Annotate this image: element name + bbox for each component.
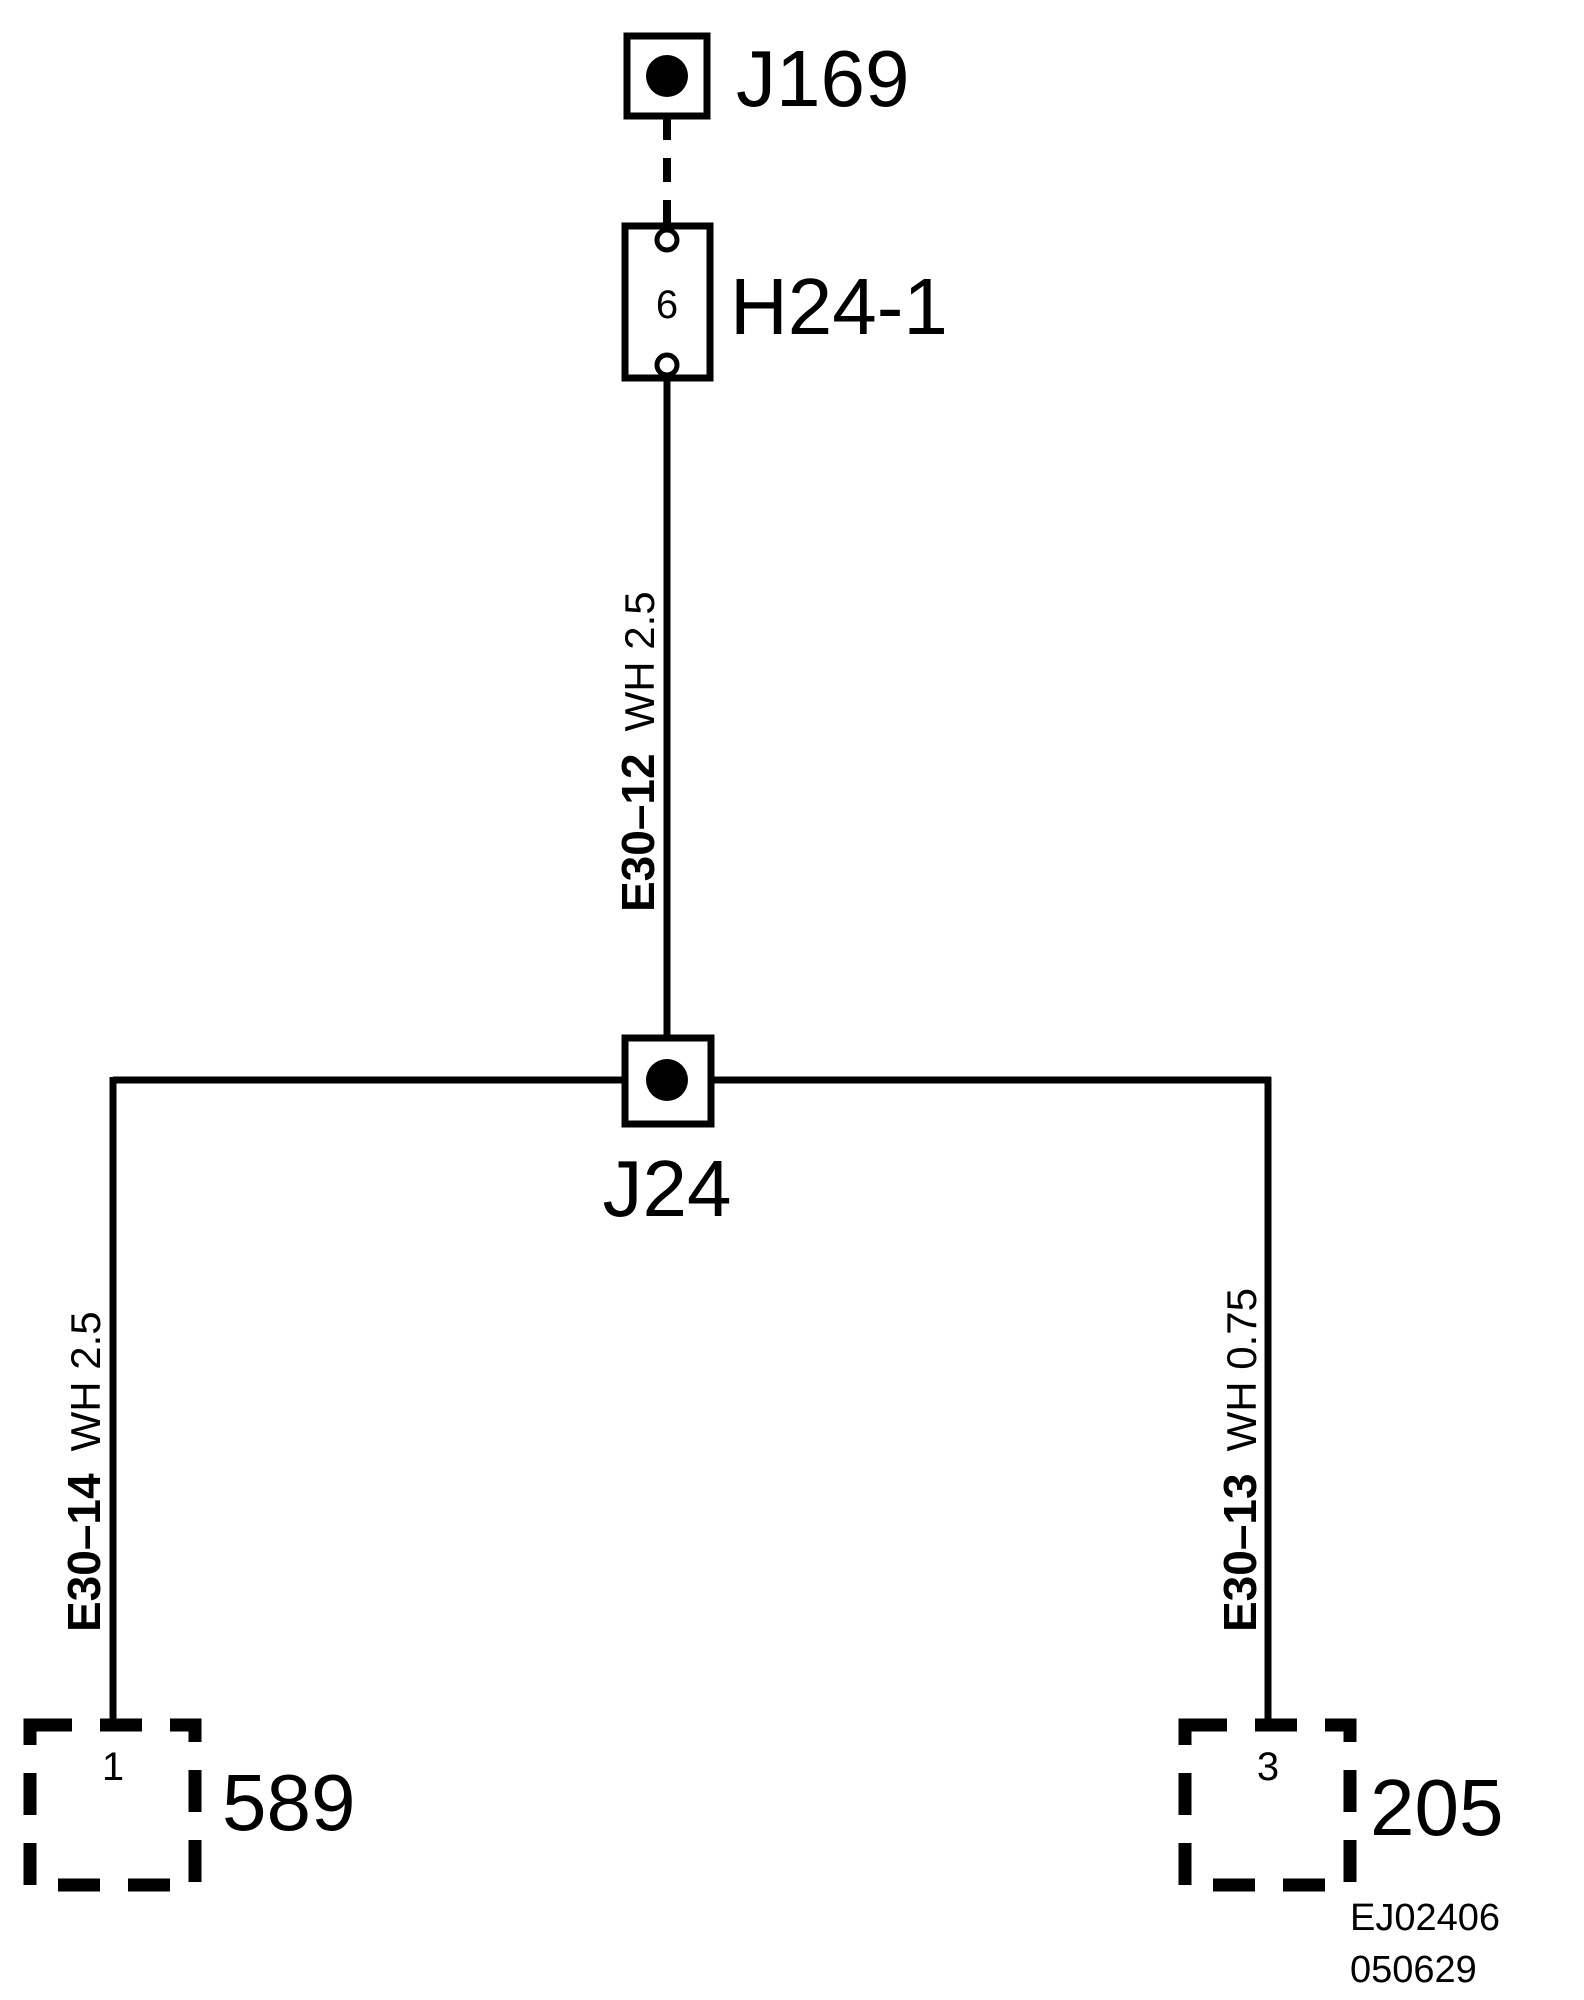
j169-splice: J169 [623, 32, 909, 123]
reference-line-2: 050629 [1350, 1949, 1477, 1991]
j24-node [646, 1059, 688, 1101]
svg-text:E30–12 WH 2.5: E30–12 WH 2.5 [612, 591, 664, 912]
wire-left-code: E30–14 [58, 1473, 110, 1632]
h24-1-connector: 6 H24-1 [621, 222, 948, 382]
j169-node [646, 55, 688, 97]
h24-1-bottom-pin [654, 352, 680, 378]
component-205: 3 205 [1178, 1718, 1503, 1892]
j24-label: J24 [603, 1144, 732, 1233]
svg-text:E30–14 WH 2.5: E30–14 WH 2.5 [58, 1311, 110, 1632]
j24-splice: J24 [603, 1034, 732, 1233]
component-589: 1 589 [23, 1718, 355, 1892]
component-205-box [1178, 1718, 1357, 1892]
j24-box [621, 1034, 715, 1128]
wire-right-spec: WH 0.75 [1218, 1288, 1265, 1451]
h24-1-top-pin [654, 227, 680, 253]
wire-top-spec: WH 2.5 [616, 591, 663, 731]
h24-1-pin-number: 6 [656, 283, 678, 327]
component-205-label: 205 [1370, 1763, 1503, 1852]
wire-right-label: E30–13 WH 0.75 [1214, 1288, 1266, 1632]
wire-left-spec: WH 2.5 [62, 1311, 109, 1451]
j169-label: J169 [736, 34, 909, 123]
wire-top-code: E30–12 [612, 753, 664, 912]
wire-top-label: E30–12 WH 2.5 [612, 591, 664, 912]
drawing-reference: EJ02406 050629 [1350, 1897, 1500, 1991]
reference-line-1: EJ02406 [1350, 1897, 1500, 1939]
component-589-box [23, 1718, 202, 1892]
component-589-pin: 1 [102, 1745, 124, 1789]
h24-1-label: H24-1 [730, 262, 948, 351]
component-589-label: 589 [222, 1758, 355, 1847]
wire-left-label: E30–14 WH 2.5 [58, 1311, 110, 1632]
wire-right-code: E30–13 [1214, 1473, 1266, 1632]
component-205-pin: 3 [1257, 1745, 1279, 1789]
svg-text:E30–13 WH 0.75: E30–13 WH 0.75 [1214, 1288, 1266, 1632]
